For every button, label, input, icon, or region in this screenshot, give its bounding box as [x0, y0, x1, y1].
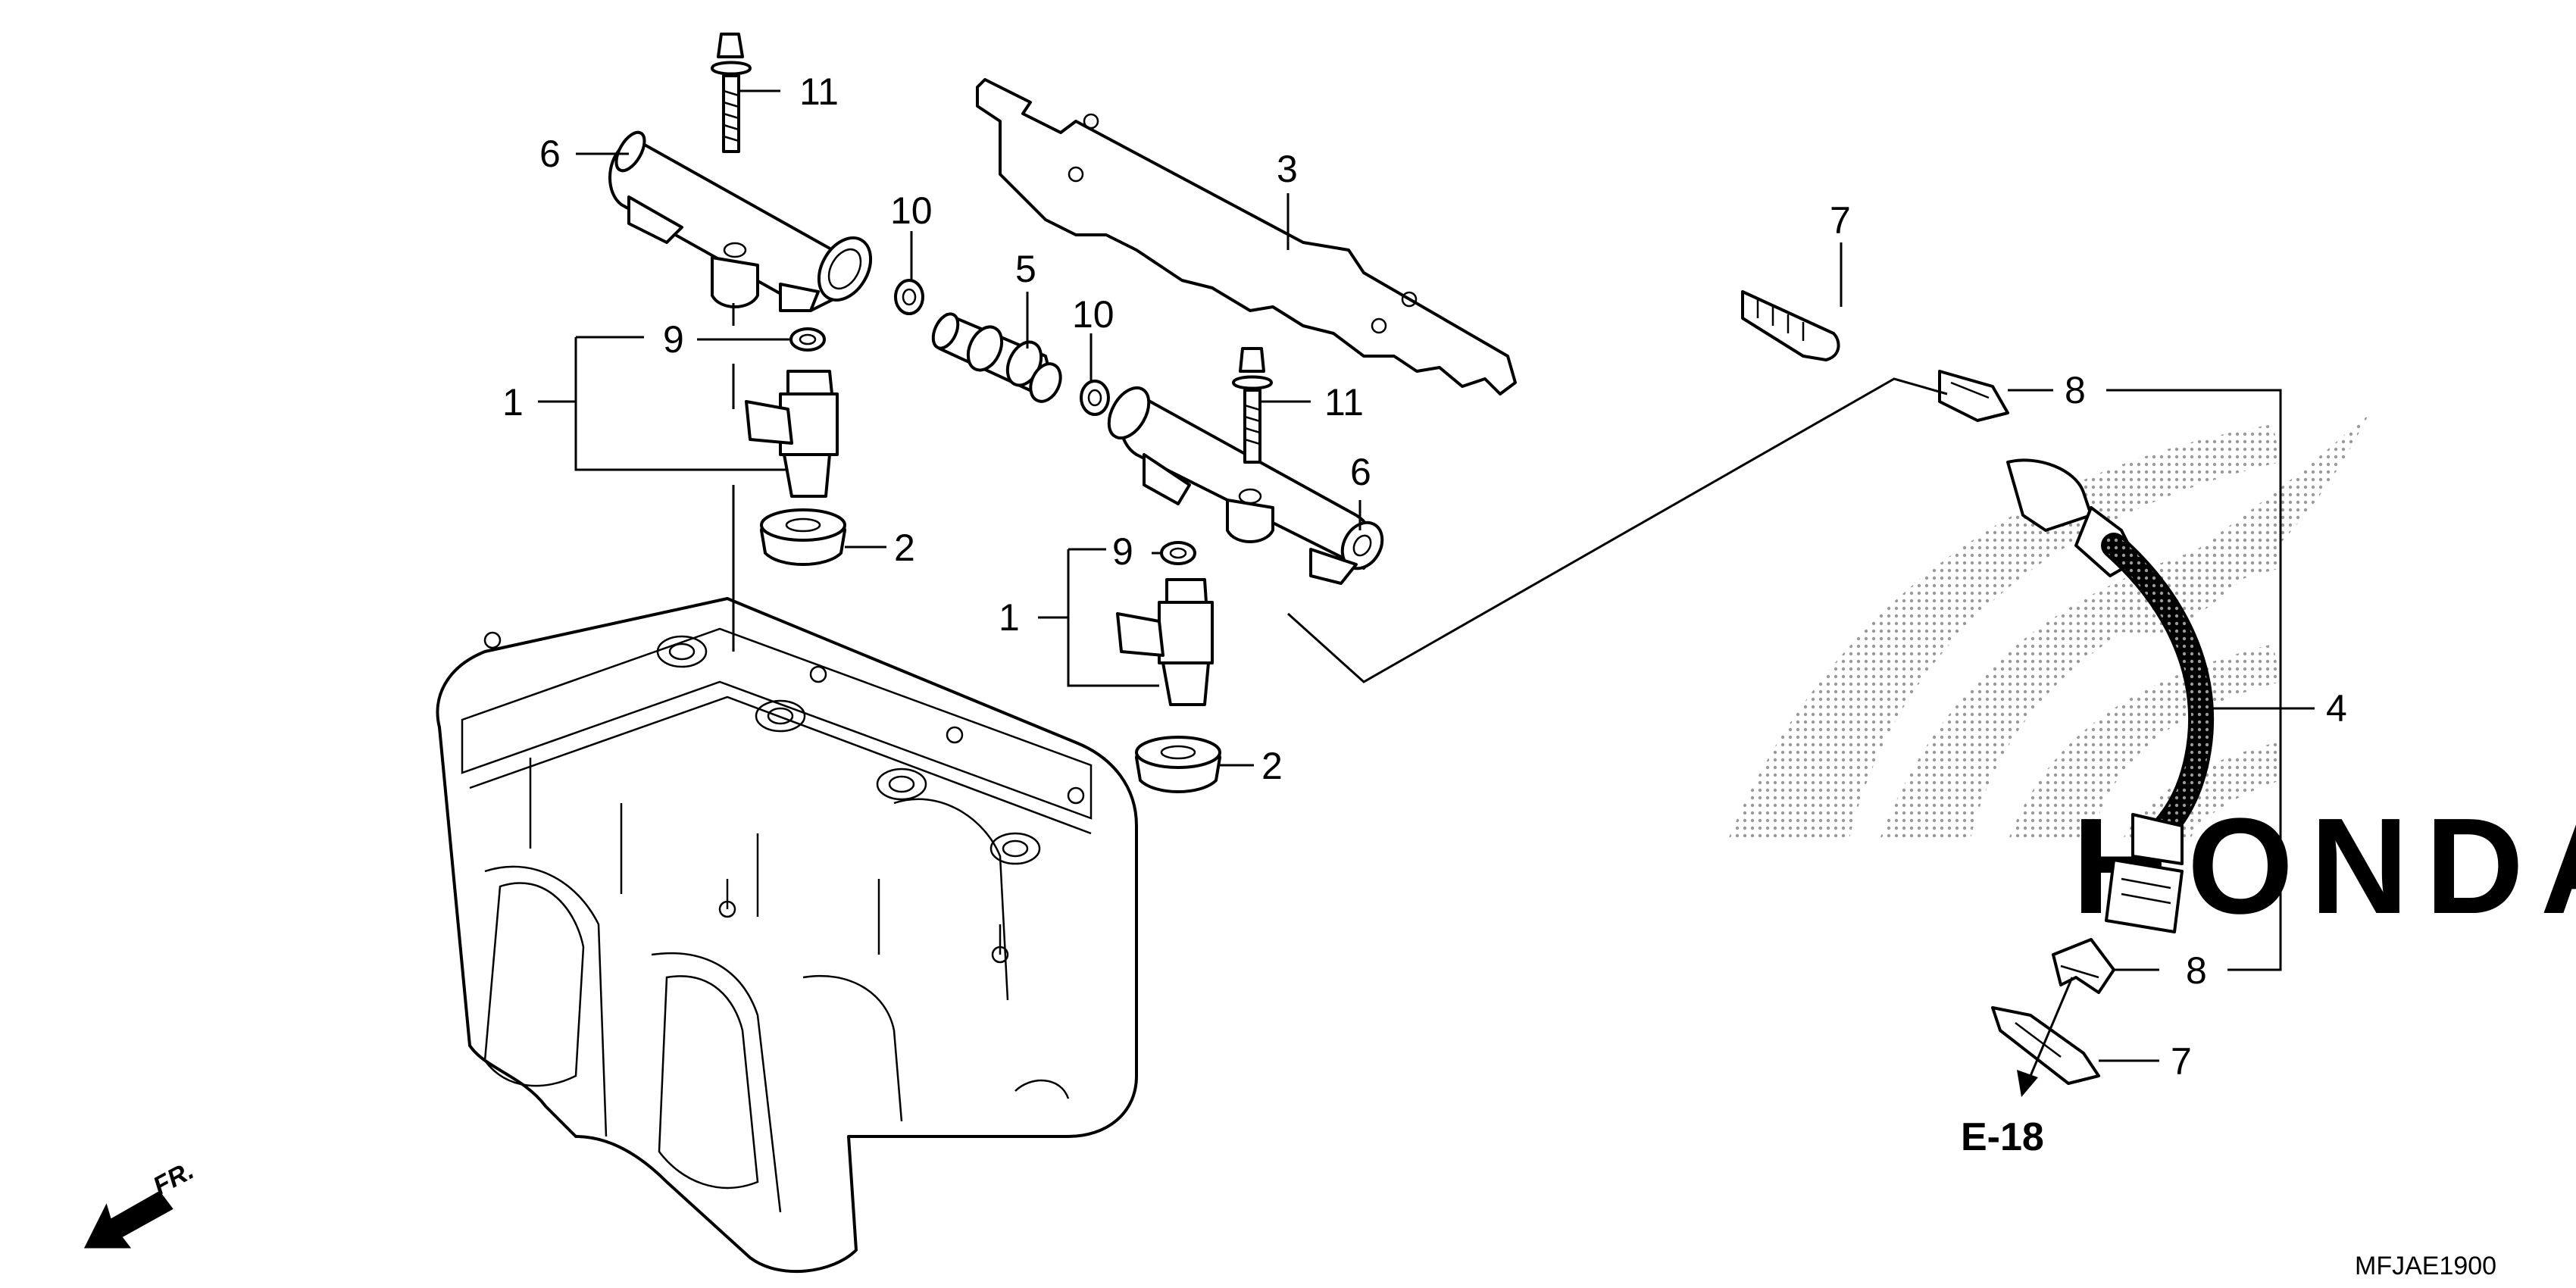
- callout-8: 8: [2065, 369, 2086, 411]
- seal-right: [1135, 736, 1221, 793]
- drawing-code: MFJAE1900: [2355, 1252, 2496, 1280]
- callout-11: 11: [1324, 381, 1364, 424]
- callout-1: 1: [502, 381, 524, 424]
- callout-8: 8: [2186, 949, 2207, 992]
- callout-6: 6: [1350, 451, 1371, 493]
- callout-5: 5: [1015, 248, 1036, 290]
- sub-harness: [2006, 458, 2215, 933]
- fuel-rail-right: [1107, 386, 1384, 585]
- bolt-right: [1232, 347, 1273, 464]
- bolt-left: [711, 33, 752, 153]
- callout-labels: 11 6 3 10 5 10 9 1 2 11 6 9 1 2 7 8 4 8 …: [502, 70, 2347, 1083]
- clip-lower: [1991, 1006, 2100, 1085]
- callout-10: 10: [1072, 293, 1114, 336]
- callout-9: 9: [1112, 530, 1133, 573]
- fuel-injector-left: [745, 370, 839, 498]
- washer-lower: [1080, 380, 1110, 416]
- callout-6: 6: [539, 133, 561, 175]
- leader-lines: [538, 89, 2315, 1097]
- clip-upper: [1741, 290, 1840, 361]
- fuel-injector-right: [1116, 578, 1214, 706]
- o-ring-left: [789, 327, 826, 352]
- callout-2: 2: [1261, 745, 1283, 787]
- callout-7: 7: [2171, 1040, 2192, 1083]
- callout-11: 11: [799, 70, 839, 113]
- callout-3: 3: [1277, 148, 1298, 190]
- seal-left: [760, 508, 846, 566]
- callout-7: 7: [1830, 199, 1851, 242]
- callout-2: 2: [894, 527, 915, 569]
- bracket-plate: [976, 78, 1517, 395]
- front-direction-arrow: FR.: [83, 1156, 199, 1249]
- callout-4: 4: [2326, 687, 2347, 730]
- callout-10: 10: [890, 189, 933, 232]
- connector-upper: [1938, 370, 2009, 422]
- joint-pipe: [931, 312, 1062, 403]
- fuel-rail-left: [608, 130, 873, 312]
- throttle-body-assembly: [436, 597, 1138, 1274]
- washer-upper: [894, 279, 924, 315]
- reference-e18: E-18: [1961, 1115, 2044, 1159]
- connector-lower: [2052, 938, 2115, 994]
- o-ring-right: [1160, 541, 1196, 565]
- callout-9: 9: [663, 318, 684, 361]
- callout-1: 1: [999, 596, 1020, 639]
